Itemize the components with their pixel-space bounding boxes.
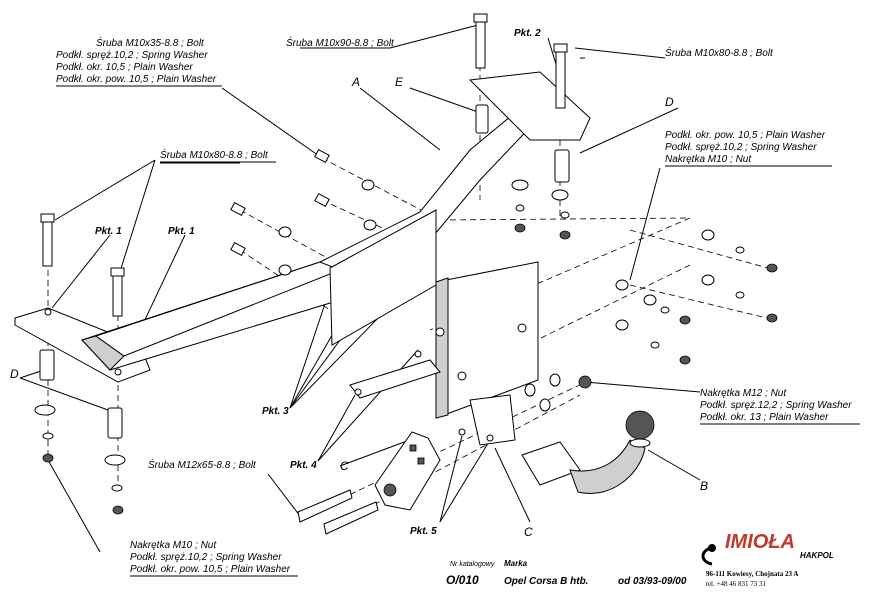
label-bolt-m10x80-left: Śruba M10x80-8.8 ; Bolt <box>160 148 269 161</box>
label-spring-washer-1: Podkł. spręż.10,2 ; Spring Washer <box>56 50 208 61</box>
company-address: 96-111 Kowiesy, Chojnata 23 A <box>706 570 798 578</box>
label-a: A <box>351 75 360 89</box>
brand-caption: Marka <box>504 559 528 568</box>
label-e: E <box>395 75 404 89</box>
label-c-a: C <box>340 459 349 473</box>
label-spring-washer-bottom: Podkł. spręż.10,2 ; Spring Washer <box>130 552 282 563</box>
label-pkt1-a: Pkt. 1 <box>95 226 122 237</box>
label-bolt-m10x90: Śruba M10x90-8.8 ; Bolt <box>286 36 395 49</box>
footer: Nr katalogowy Marka O/010 Opel Corsa B h… <box>446 559 687 587</box>
label-pkt2: Pkt. 2 <box>514 28 541 39</box>
washers-nuts <box>34 179 778 515</box>
model-years: od 03/93-09/00 <box>618 576 687 587</box>
label-nut-m10-bottom: Nakrętka M10 ; Nut <box>130 540 217 551</box>
label-c-b: C <box>524 525 533 539</box>
leader-lines <box>19 24 701 553</box>
label-pkt3: Pkt. 3 <box>262 406 289 417</box>
label-bolt-m12x65: Śruba M12x65-8.8 ; Bolt <box>148 458 257 471</box>
label-bolt-m10x35: Śruba M10x35-8.8 ; Bolt <box>96 36 205 49</box>
catalog-number: O/010 <box>446 573 479 587</box>
label-plain-washer-bottom: Podkł. okr. pow. 10,5 ; Plain Washer <box>130 564 291 575</box>
label-right-washer-2: Podkł. spręż.10,2 ; Spring Washer <box>665 142 817 153</box>
car-model: Opel Corsa B htb. <box>504 576 588 587</box>
ball-bracket <box>458 394 516 446</box>
label-plain-washer-big-1: Podkł. okr. pow. 10,5 ; Plain Washer <box>56 74 217 85</box>
label-nut-m12: Nakrętka M12 ; Nut <box>700 388 787 399</box>
label-plain-washer-1: Podkł. okr. 10,5 ; Plain Washer <box>56 62 193 73</box>
label-right-washer-1: Podkł. okr. pow. 10,5 ; Plain Washer <box>665 130 826 141</box>
part-labels: Śruba M10x35-8.8 ; Bolt Podkł. spręż.10,… <box>10 28 852 575</box>
spacers <box>39 104 570 439</box>
label-d-right: D <box>665 95 674 109</box>
label-underlines <box>56 85 860 577</box>
label-pkt1-b: Pkt. 1 <box>168 226 195 237</box>
catalog-caption: Nr katalogowy <box>450 561 495 568</box>
company-phone: tel. +48 46 831 73 31 <box>706 580 766 588</box>
socket-plate <box>374 431 441 511</box>
label-bolt-m10x80-right: Śruba M10x80-8.8 ; Bolt <box>665 46 774 59</box>
label-right-nut: Nakrętka M10 ; Nut <box>665 154 752 165</box>
label-spring-washer-m12: Podkł. spręż.12,2 ; Spring Washer <box>700 400 852 411</box>
label-plain-washer-m12: Podkł. okr. 13 ; Plain Washer <box>700 412 829 423</box>
label-b: B <box>700 479 708 493</box>
tow-ball <box>521 410 655 494</box>
logo-sub: HAKPOL <box>800 551 834 560</box>
main-crossbar <box>14 71 591 419</box>
label-pkt4: Pkt. 4 <box>290 460 317 471</box>
company-logo: IMIOŁA HAKPOL 96-111 Kowiesy, Chojnata 2… <box>701 531 834 588</box>
logo-name: IMIOŁA <box>725 531 795 553</box>
bolts <box>40 13 568 535</box>
label-pkt5: Pkt. 5 <box>410 526 437 537</box>
label-d-left: D <box>10 367 19 381</box>
